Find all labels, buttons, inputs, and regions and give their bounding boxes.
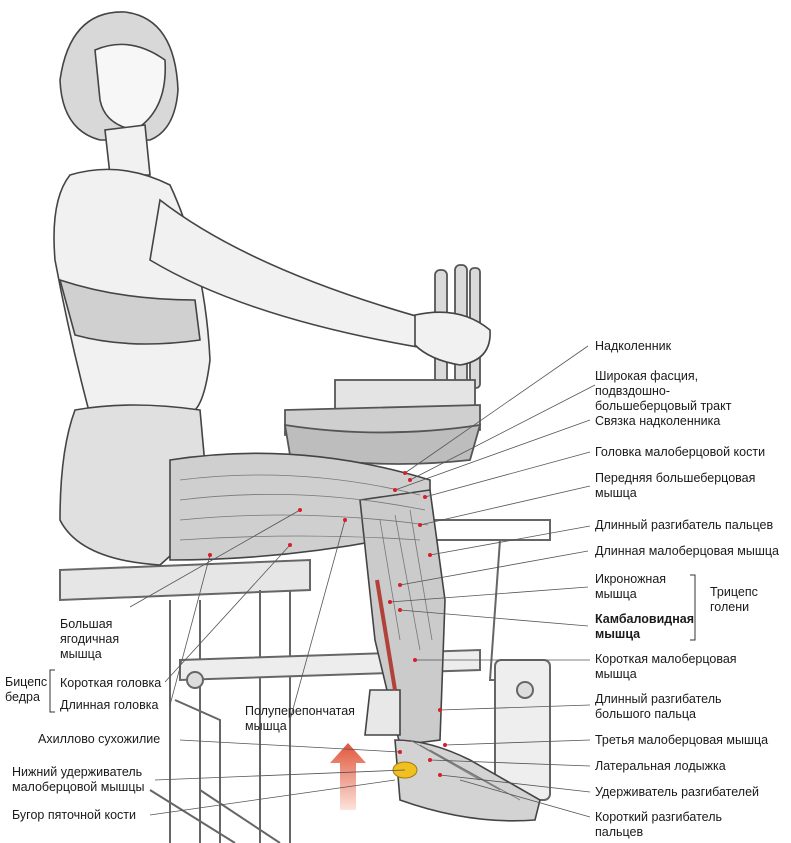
point-markers bbox=[208, 471, 447, 777]
label-bolshaya-yagodichnaya: Большая ягодичная мышца bbox=[60, 617, 120, 661]
label-kambalovidnaya: Камбаловидная мышца bbox=[595, 612, 694, 641]
machine-frame bbox=[59, 519, 551, 843]
label-dlinny-razgib-palets: Длинный разгибатель большого пальца bbox=[595, 692, 722, 721]
label-brackets bbox=[49, 574, 696, 713]
label-tritseps: Трицепс голени bbox=[710, 585, 758, 614]
label-biceps: Бицепс бедра bbox=[5, 675, 48, 704]
label-bugor: Бугор пяточной кости bbox=[12, 808, 136, 822]
label-ikronozhnaya: Икроножная мышца bbox=[595, 572, 667, 601]
label-dlinnaya-malobertsovaya: Длинная малоберцовая мышца bbox=[595, 544, 779, 558]
label-perednyaya: Передняя большеберцовая мышца bbox=[595, 471, 756, 500]
label-dlinnaya-golovka: Длинная головка bbox=[60, 698, 159, 712]
label-korotkaya-malobertsovaya: Короткая малоберцовая мышца bbox=[595, 652, 737, 681]
label-akhillovo: Ахиллово сухожилие bbox=[38, 732, 161, 746]
label-polupereponchataya: Полуперепончатая мышца bbox=[245, 704, 355, 733]
label-uderzhivatel-razgib: Удерживатель разгибателей bbox=[595, 785, 760, 799]
label-golovka-malobertsovoy: Головка малоберцовой кости bbox=[595, 445, 766, 459]
label-korotkaya-golovka: Короткая головка bbox=[60, 676, 162, 690]
label-fascia: Широкая фасция, подвздошно-большеберцовы… bbox=[595, 369, 732, 413]
label-svyazka: Связка надколенника bbox=[595, 414, 721, 428]
leader-lines bbox=[129, 345, 596, 818]
label-korotky-razgib: Короткий разгибатель пальцев bbox=[595, 810, 723, 839]
label-tretya: Третья малоберцовая мышца bbox=[595, 733, 769, 747]
muscle-fibres bbox=[179, 474, 521, 801]
label-lateralnaya: Латеральная лодыжка bbox=[595, 759, 726, 773]
label-dlinny-razgib-paltsev: Длинный разгибатель пальцев bbox=[595, 518, 774, 532]
woman-figure bbox=[53, 11, 541, 822]
label-nizhny-uderzhivatel: Нижний удерживатель малоберцовой мышцы bbox=[12, 765, 145, 794]
lift-direction-arrow bbox=[330, 743, 366, 810]
label-nadkolennik: Надколенник bbox=[595, 339, 672, 353]
